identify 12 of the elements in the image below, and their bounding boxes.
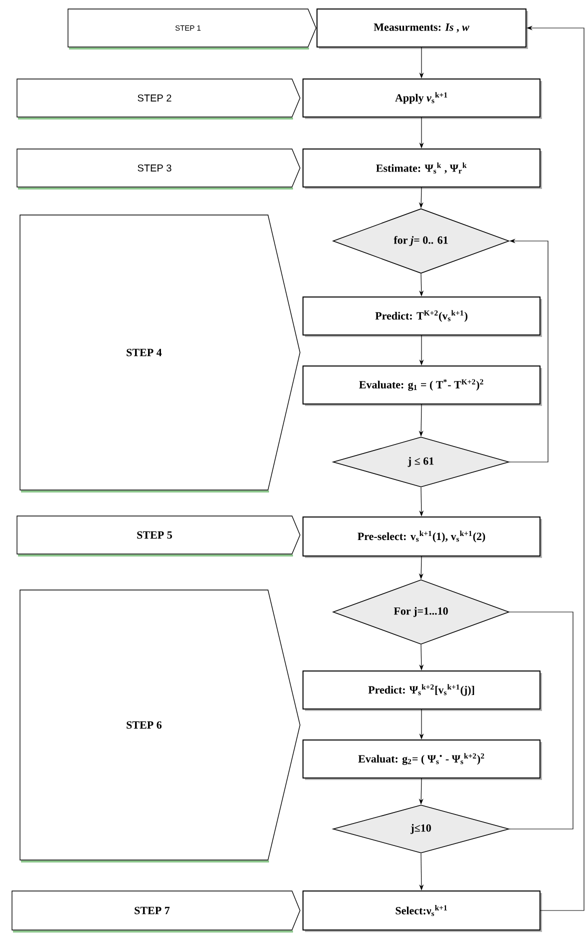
- step-label: STEP 3: [16, 148, 300, 190]
- step-label: STEP 4: [20, 214, 300, 492]
- process-box: Evaluate: g$_{1}$ = ( T$^{*}$- T$^{K+2}$)$^{2}$: [302, 366, 542, 406]
- step-label: STEP 6: [20, 590, 300, 862]
- step-label: STEP 5: [16, 516, 300, 556]
- step-label: STEP 2: [16, 78, 300, 120]
- process-box: Predict: Ψ$_{s}$$^{k+2}$[v$_{s}$$^{k+1}$(j)]: [302, 670, 542, 711]
- process-box: Measurments: Is , w: [316, 8, 528, 49]
- process-box: Predict: T$^{K+2}$(v$_{s}$$^{k+1}$): [302, 296, 542, 337]
- step-label: STEP 7: [12, 890, 300, 932]
- process-box: Evaluat: g$_{2}$= ( Ψ$_{s}$$^{•}$ - Ψ$_{s}$$^{k+2}$)$^{2}$: [302, 740, 542, 780]
- process-box: Pre-select: v$_{s}$$^{k+1}$(1), v$_{s}$$^{k+1}$(2): [302, 516, 542, 558]
